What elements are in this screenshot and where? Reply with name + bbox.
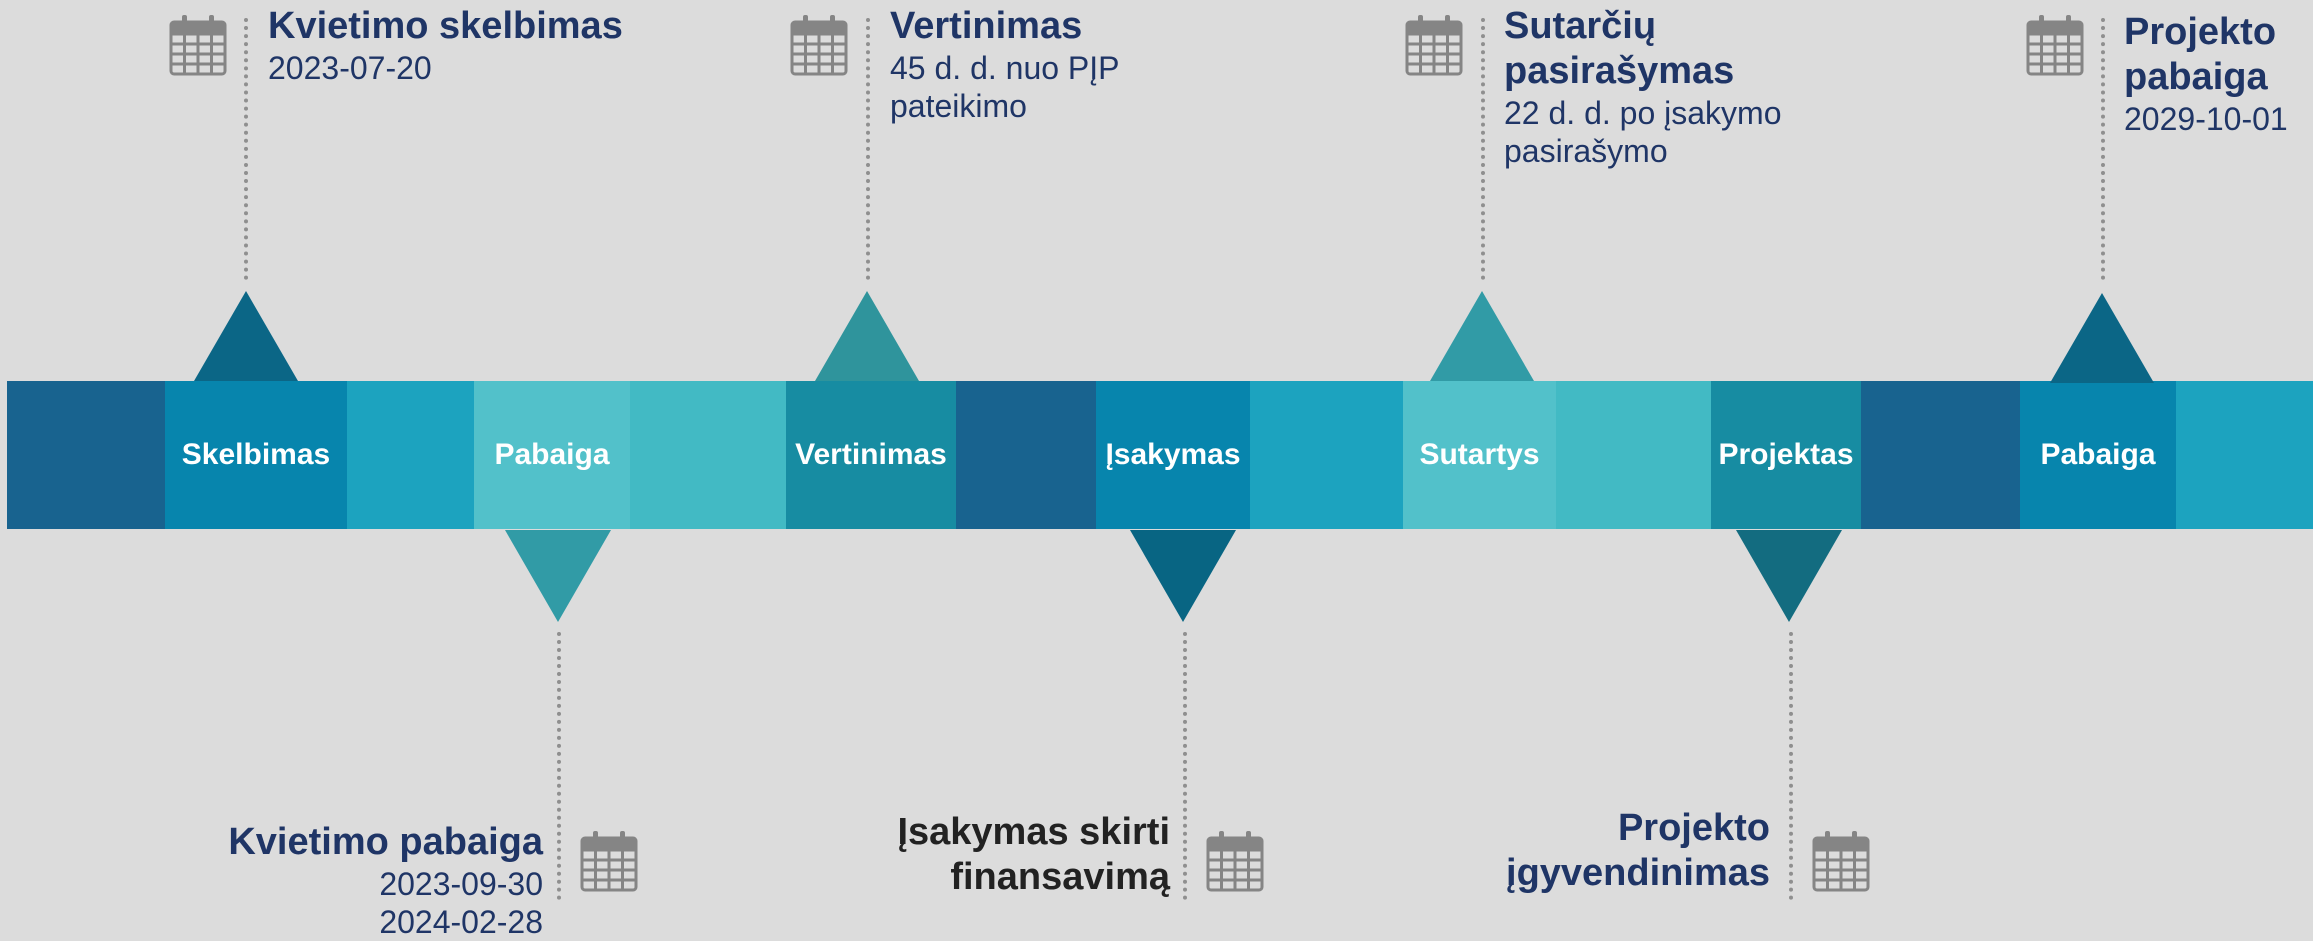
event-detail: 22 d. d. po įsakymo — [1504, 95, 1782, 131]
milestone-marker-up — [1430, 291, 1534, 381]
event-title: Vertinimas — [890, 5, 1083, 47]
connector-line — [244, 18, 248, 280]
event-date: 2023-07-20 — [268, 50, 432, 86]
event-title: Kvietimo pabaiga — [228, 821, 543, 863]
bar-segment — [1250, 381, 1403, 529]
phase-label-pabaiga-final: Pabaiga — [2040, 438, 2156, 471]
bar-segment — [630, 381, 786, 529]
calendar-icon — [580, 831, 638, 892]
event-detail: pasirašymo — [1504, 133, 1668, 169]
bar-segment — [1711, 381, 1861, 529]
event-title-line2: pabaiga — [2124, 56, 2268, 98]
event-title-line2: įgyvendinimas — [1506, 852, 1770, 894]
bar-segment — [1861, 381, 2020, 529]
connector-line — [1481, 18, 1485, 280]
event-date: 2024-02-28 — [379, 904, 543, 940]
event-vertinimas: Vertinimas 45 d. d. nuo PĮP pateikimo — [890, 4, 1120, 125]
event-detail: pateikimo — [890, 88, 1027, 124]
connector-line — [1789, 632, 1793, 900]
bar-segment — [474, 381, 630, 529]
calendar-icon — [790, 15, 848, 76]
calendar-icon — [1206, 831, 1264, 892]
bar-segment — [1096, 381, 1250, 529]
connector-line — [2101, 18, 2105, 280]
milestone-marker-down — [505, 530, 611, 622]
bar-segment — [2176, 381, 2313, 529]
event-title-line2: finansavimą — [950, 856, 1170, 898]
milestone-marker-up — [815, 291, 919, 381]
event-title-line2: pasirašymas — [1504, 50, 1735, 92]
bar-segment — [7, 381, 165, 529]
bar-segment — [1556, 381, 1711, 529]
event-title: Kvietimo skelbimas — [268, 5, 623, 47]
bar-segment — [347, 381, 474, 529]
event-title: Projekto — [2124, 11, 2277, 53]
event-kvietimo-skelbimas: Kvietimo skelbimas 2023-07-20 — [268, 4, 623, 87]
connector-line — [1183, 632, 1187, 900]
milestone-marker-down — [1130, 530, 1236, 622]
event-date: 2023-09-30 — [379, 866, 543, 902]
calendar-icon — [1812, 831, 1870, 892]
event-isakymas: Įsakymas skirti finansavimą — [770, 810, 1170, 900]
bar-segment — [2020, 381, 2176, 529]
milestone-marker-up — [194, 291, 298, 381]
milestone-marker-up — [2050, 293, 2154, 383]
milestone-marker-down — [1736, 530, 1842, 622]
event-title: Sutarčių — [1504, 5, 1657, 47]
bar-segment — [165, 381, 347, 529]
phase-label-skelbimas: Skelbimas — [181, 438, 331, 471]
bar-segment — [786, 381, 956, 529]
event-projekto-igyvendinimas: Projekto įgyvendinimas — [1370, 806, 1770, 896]
calendar-icon — [1405, 15, 1463, 76]
bar-segment — [956, 381, 1096, 529]
phase-label-isakymas: Įsakymas — [1105, 438, 1241, 471]
calendar-icon — [2026, 15, 2084, 76]
connector-line — [866, 18, 870, 280]
event-title: Projekto — [1617, 807, 1770, 849]
phase-label-projektas: Projektas — [1718, 438, 1854, 471]
event-projekto-pabaiga: Projekto pabaiga 2029-10-01 — [2124, 10, 2288, 138]
connector-line — [557, 632, 561, 900]
event-kvietimo-pabaiga: Kvietimo pabaiga 2023-09-30 2024-02-28 — [140, 820, 543, 941]
calendar-icon — [169, 15, 227, 76]
event-title: Įsakymas skirti — [897, 811, 1170, 853]
event-detail: 45 d. d. nuo PĮP — [890, 50, 1120, 86]
phase-label-sutartys: Sutartys — [1419, 438, 1540, 471]
phase-label-vertinimas: Vertinimas — [795, 438, 947, 471]
bar-segment — [1403, 381, 1556, 529]
phase-label-pabaiga: Pabaiga — [494, 438, 610, 471]
event-sutarciu-pasirasymas: Sutarčių pasirašymas 22 d. d. po įsakymo… — [1504, 4, 1781, 170]
event-date: 2029-10-01 — [2124, 101, 2288, 137]
